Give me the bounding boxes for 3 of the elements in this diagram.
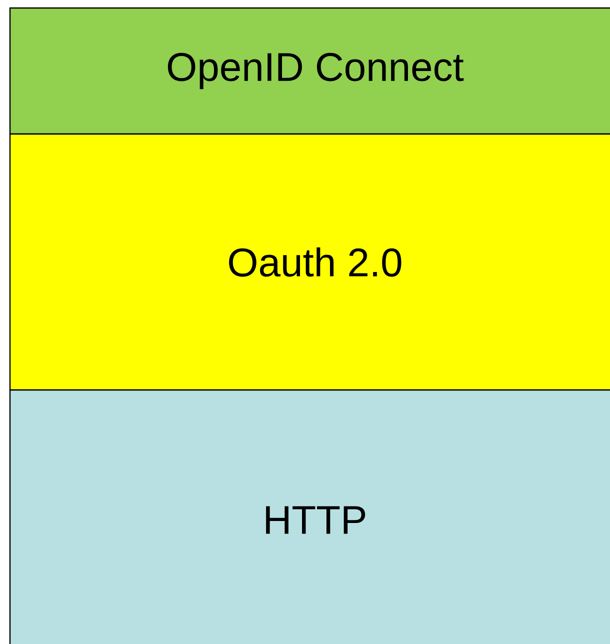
- layer-band: HTTP: [9, 389, 610, 644]
- layer-band: OpenID Connect: [9, 7, 610, 135]
- layer-band: Oauth 2.0: [9, 133, 610, 391]
